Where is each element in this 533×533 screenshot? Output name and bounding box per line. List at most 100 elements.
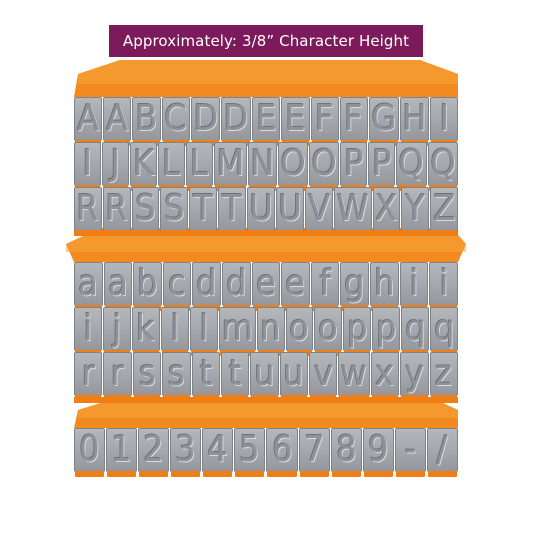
stamp-block: - [394, 428, 426, 477]
stamp-block: 2 [138, 428, 170, 477]
stamp-character: I [439, 98, 449, 139]
stamp-block: G [368, 97, 399, 146]
stamp-block: I [429, 97, 458, 146]
stamp-block: Q [396, 142, 427, 191]
stamp-block: P [368, 142, 396, 191]
stamp-block: w [338, 352, 370, 401]
stamp-character: y [404, 353, 424, 394]
stamp-character: V [308, 188, 331, 229]
stamp-block: 5 [234, 428, 266, 477]
stamp-block: l [189, 307, 218, 356]
stamp-character: a [107, 263, 128, 304]
stamp-block: p [343, 307, 372, 356]
stamp-character: i [439, 263, 449, 304]
stamp-block: s [162, 352, 191, 401]
character-height-banner: Approximately: 3/8” Character Height [109, 25, 423, 57]
stamp-block: d [222, 262, 251, 311]
stamp-block: K [129, 142, 157, 191]
stamp-character: M [216, 143, 245, 184]
stamp-character: A [106, 98, 129, 139]
stamp-character: 3 [175, 429, 197, 470]
stamp-block: h [370, 262, 399, 311]
stamp-block: y [400, 352, 429, 401]
stamp-block: n [256, 307, 285, 356]
stamp-character: E [255, 98, 277, 139]
stamp-character: k [136, 308, 156, 349]
stamp-character: z [435, 353, 453, 394]
stamp-character: 2 [143, 429, 164, 470]
stamp-block: R [102, 187, 131, 236]
stamp-block: m [218, 307, 256, 356]
stamp-block: 1 [106, 428, 138, 477]
stamp-character: d [226, 263, 247, 304]
stamp-block: e [281, 262, 310, 311]
stamp-block: 6 [266, 428, 298, 477]
stamp-character: e [285, 263, 306, 304]
stamp-block: j [102, 307, 131, 356]
stamp-block: E [252, 97, 281, 146]
stamp-character: n [260, 308, 281, 349]
stamp-block: O [277, 142, 309, 191]
stamp-character: P [372, 143, 392, 184]
stamp-block: R [74, 187, 102, 236]
stamp-block: 7 [298, 428, 330, 477]
stamp-block: s [132, 352, 162, 401]
stamp-character: O [280, 143, 306, 184]
stamp-block: q [401, 307, 430, 356]
stamp-block: L [185, 142, 213, 191]
stamp-block: f [310, 262, 340, 311]
stamp-block: U [275, 187, 305, 236]
stamp-character: p [346, 308, 368, 349]
stamp-character: a [78, 263, 99, 304]
stamp-block: i [399, 262, 429, 311]
stamp-character: X [375, 188, 398, 229]
stamp-block: 3 [170, 428, 202, 477]
stamp-character: s [167, 353, 185, 394]
stamp-character: R [105, 188, 128, 229]
stamp-character: / [436, 429, 448, 470]
stamp-block: u [279, 352, 308, 401]
stamp-character: u [254, 353, 275, 394]
stamp-character: I [82, 143, 93, 184]
stamp-character: r [81, 353, 95, 394]
stamp-character: B [135, 98, 158, 139]
stamp-block: b [133, 262, 162, 311]
stamp-block: T [189, 187, 217, 236]
stamp-block: F [310, 97, 339, 146]
stamp-character: U [248, 188, 273, 229]
stamp-block: e [251, 262, 281, 311]
stamp-character: O [311, 143, 338, 184]
stamp-block: 9 [362, 428, 394, 477]
stamp-character: 6 [271, 429, 293, 470]
stamp-character: 4 [207, 429, 229, 470]
stamp-block: J [101, 142, 129, 191]
stamp-character: 5 [239, 429, 261, 470]
stamp-character: 0 [79, 429, 100, 470]
stamp-block: g [340, 262, 370, 311]
stamp-block: i [429, 262, 458, 311]
stamp-character: w [340, 353, 368, 394]
stamp-character: A [76, 98, 100, 139]
stamp-character: Q [398, 143, 425, 184]
stamp-block: Z [430, 187, 458, 236]
stamp-character: p [375, 308, 397, 349]
stamp-character: - [404, 429, 417, 470]
stamp-block: N [247, 142, 277, 191]
stamp-block: / [426, 428, 458, 477]
stamp-character: S [135, 188, 156, 229]
stamp-block: t [220, 352, 250, 401]
stamp-block: u [250, 352, 279, 401]
stamp-block: H [399, 97, 429, 146]
stamp-character: L [162, 143, 181, 184]
stamp-block: 8 [330, 428, 362, 477]
stamp-block: o [314, 307, 343, 356]
stamp-block: M [213, 142, 247, 191]
stamp-character: l [199, 308, 209, 349]
stamp-block: z [429, 352, 458, 401]
stamp-block: a [103, 262, 133, 311]
stamp-block: 0 [74, 428, 106, 477]
